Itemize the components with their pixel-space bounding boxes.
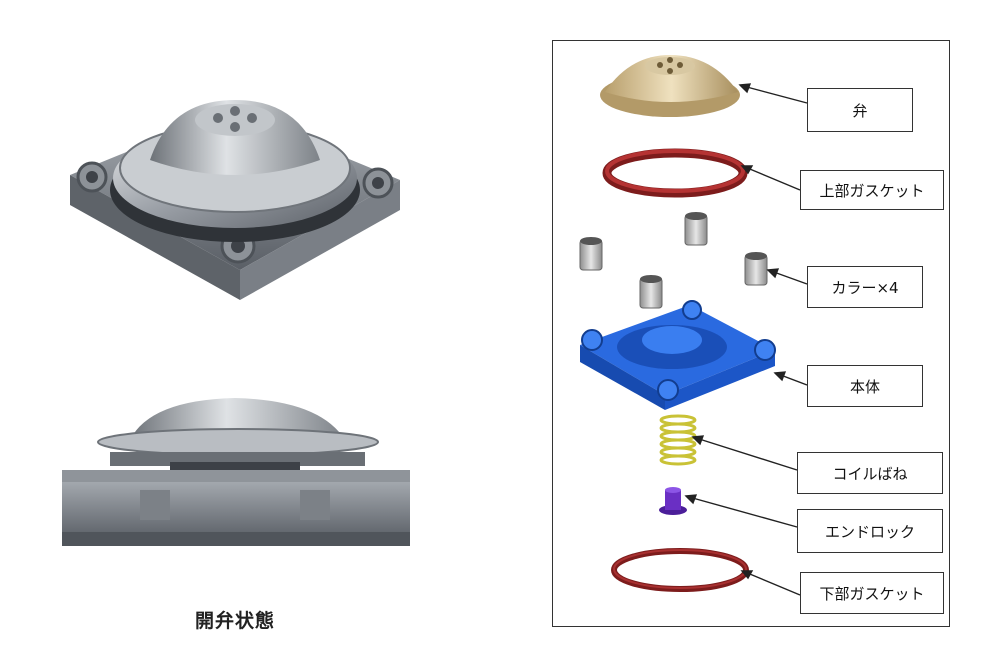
label-lower-gasket: 下部ガスケット bbox=[800, 572, 944, 614]
open-valve-side-photo bbox=[62, 398, 410, 546]
label-coil-spring: コイルばね bbox=[797, 452, 943, 494]
label-end-lock: エンドロック bbox=[797, 509, 943, 553]
label-valve: 弁 bbox=[807, 88, 913, 132]
label-upper-gasket: 上部ガスケット bbox=[800, 170, 944, 210]
assembled-valve-photo bbox=[70, 100, 400, 300]
product-photos: 開弁状態 bbox=[62, 100, 410, 632]
product-photos-svg bbox=[62, 100, 410, 546]
photo-caption: 開弁状態 bbox=[194, 610, 275, 632]
label-collar-x4: カラー×4 bbox=[807, 266, 923, 308]
label-body: 本体 bbox=[807, 365, 923, 407]
